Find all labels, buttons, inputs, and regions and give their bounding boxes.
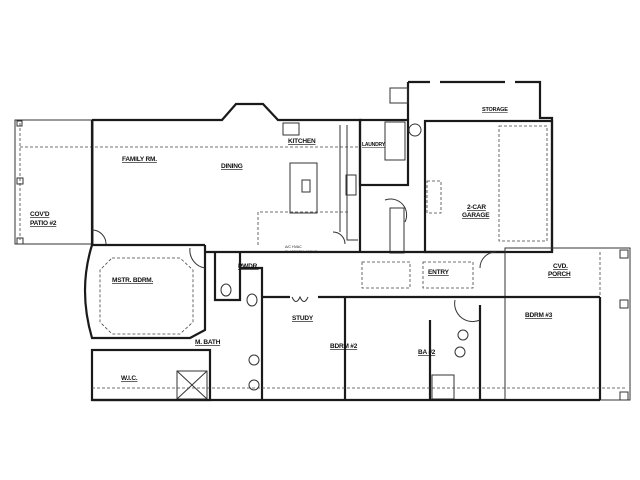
room-labels: COV'D PATIO #2 FAMILY RM. DINING KITCHEN… <box>30 107 571 382</box>
label-wic: W.I.C. <box>121 375 138 382</box>
label-storage: STORAGE <box>482 107 508 113</box>
patio-door <box>91 229 107 245</box>
label-entry: ENTRY <box>428 269 450 276</box>
label-study: STUDY <box>292 315 314 322</box>
kitchen-island <box>289 162 318 214</box>
north-wall <box>92 102 362 122</box>
note-hvac: A/C HVAC <box>285 245 302 249</box>
label-patio-2: PATIO #2 <box>30 220 57 227</box>
label-kitchen: KITCHEN <box>288 138 316 145</box>
note-hvac-2: PLATFORM ABOVE <box>285 250 318 254</box>
walls <box>14 80 631 402</box>
label-bedroom-2: BDRM #2 <box>330 343 358 350</box>
label-garage: 2-CAR <box>467 204 486 211</box>
laundry-walls <box>358 118 410 187</box>
label-laundry: LAUNDRY <box>362 142 386 148</box>
label-garage-2: GARAGE <box>462 212 490 219</box>
wic-walls <box>90 348 212 402</box>
label-bedroom-3: BDRM #3 <box>525 312 553 319</box>
label-family-room: FAMILY RM. <box>122 156 157 163</box>
label-patio: COV'D <box>30 211 50 218</box>
label-master-bedroom: MSTR. BDRM. <box>112 277 154 284</box>
garage-walls <box>423 119 554 254</box>
label-bath-2: BA #2 <box>418 349 436 356</box>
label-master-bath: M. BATH <box>195 339 221 346</box>
label-porch-2: PORCH <box>548 271 571 278</box>
label-porch: CVD. <box>553 263 568 270</box>
label-dining: DINING <box>221 163 243 170</box>
label-powder: PWDR. <box>238 263 259 270</box>
